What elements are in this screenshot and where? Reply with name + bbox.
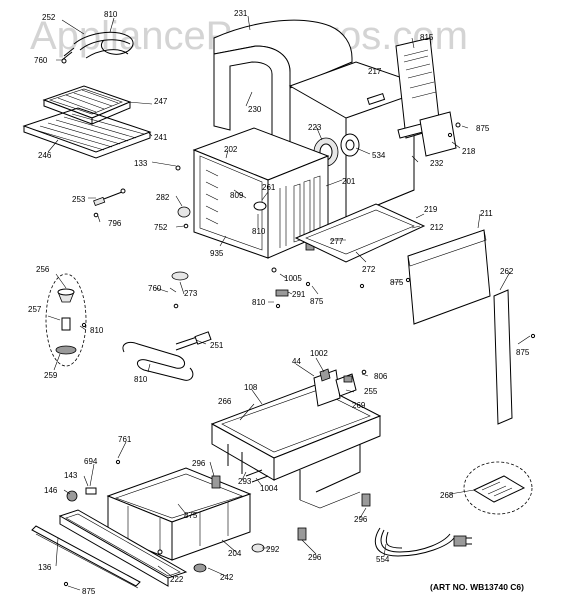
callout-246: 246 <box>38 151 52 160</box>
callout-202: 202 <box>224 145 238 154</box>
callout-296: 296 <box>192 459 206 468</box>
callout-133: 133 <box>134 159 148 168</box>
callout-218: 218 <box>462 147 476 156</box>
callout-247: 247 <box>154 97 168 106</box>
back-wall-part <box>288 61 415 219</box>
oven-cavity-part <box>192 127 330 259</box>
callout-815: 815 <box>420 33 434 42</box>
callout-296: 296 <box>354 515 368 524</box>
power-cord-part <box>374 527 472 557</box>
callout-875: 875 <box>516 348 530 357</box>
callout-1002: 1002 <box>310 349 328 358</box>
callout-534: 534 <box>372 151 386 160</box>
callout-255: 255 <box>364 387 378 396</box>
callout-268: 268 <box>440 491 454 500</box>
callout-222: 222 <box>170 575 184 584</box>
bake-element-part <box>122 331 212 381</box>
callout-875: 875 <box>184 511 198 520</box>
callout-752: 752 <box>154 223 168 232</box>
callout-277: 277 <box>330 237 344 246</box>
callout-261: 261 <box>262 183 276 192</box>
side-panel-part <box>407 229 491 325</box>
trim-strip-part <box>493 289 513 425</box>
callout-760: 760 <box>34 56 48 65</box>
drawer-front-part <box>58 509 188 587</box>
light-assembly-part <box>45 273 87 367</box>
callout-554: 554 <box>376 555 390 564</box>
callout-201: 201 <box>342 177 356 186</box>
callout-266: 266 <box>218 397 232 406</box>
callout-293: 293 <box>238 477 252 486</box>
callout-1005: 1005 <box>284 274 302 283</box>
terminal-block-part <box>463 461 533 515</box>
callout-806: 806 <box>374 372 388 381</box>
callout-204: 204 <box>228 549 242 558</box>
art-number-label: (ART NO. WB13740 C6) <box>430 582 524 592</box>
callout-143: 143 <box>64 471 78 480</box>
callout-146: 146 <box>44 486 58 495</box>
callout-259: 259 <box>44 371 58 380</box>
callout-44: 44 <box>292 357 301 366</box>
bracket-44-part <box>313 368 341 407</box>
callout-219: 219 <box>424 205 438 214</box>
callout-875: 875 <box>390 278 404 287</box>
callout-217: 217 <box>368 67 382 76</box>
callout-935: 935 <box>210 249 224 258</box>
callout-273: 273 <box>184 289 198 298</box>
callout-231: 231 <box>234 9 248 18</box>
callout-1004: 1004 <box>260 484 278 493</box>
callout-252: 252 <box>42 13 56 22</box>
callout-810: 810 <box>252 298 266 307</box>
drawer-support-frame-part <box>210 383 382 509</box>
callout-262: 262 <box>500 267 514 276</box>
drawer-handle-part <box>31 525 141 589</box>
callout-875: 875 <box>476 124 490 133</box>
callout-256: 256 <box>36 265 50 274</box>
callout-labels: 252 810 760 231 815 247 241 246 230 217 … <box>28 9 530 596</box>
callout-253: 253 <box>72 195 86 204</box>
callout-810: 810 <box>252 227 266 236</box>
callout-296: 296 <box>308 553 322 562</box>
callout-809: 809 <box>230 191 244 200</box>
drawer-clips <box>63 459 265 587</box>
callout-211: 211 <box>480 209 493 218</box>
callout-269: 269 <box>352 401 366 410</box>
callout-212: 212 <box>430 223 444 232</box>
callout-242: 242 <box>220 573 234 582</box>
broil-element-part <box>61 31 134 64</box>
callout-875: 875 <box>310 297 324 306</box>
rear-cover-part <box>395 37 461 157</box>
screw-760-part <box>61 58 67 64</box>
callout-223: 223 <box>308 123 322 132</box>
callout-230: 230 <box>248 105 262 114</box>
callout-108: 108 <box>244 383 258 392</box>
callout-291: 291 <box>292 290 306 299</box>
callout-241: 241 <box>154 133 168 142</box>
callout-251: 251 <box>210 341 224 350</box>
callout-257: 257 <box>28 305 42 314</box>
probe-part <box>93 188 126 218</box>
callout-810: 810 <box>134 375 148 384</box>
callout-232: 232 <box>430 159 444 168</box>
oven-wrapper-part <box>213 19 353 171</box>
callout-810: 810 <box>104 10 118 19</box>
callout-760: 760 <box>148 284 162 293</box>
callout-796: 796 <box>108 219 122 228</box>
leader-lines <box>47 15 531 591</box>
callout-875: 875 <box>82 587 96 596</box>
small-parts <box>171 132 536 339</box>
callout-761: 761 <box>118 435 132 444</box>
callout-282: 282 <box>156 193 170 202</box>
callout-136: 136 <box>38 563 52 572</box>
callout-272: 272 <box>362 265 376 274</box>
oven-rack-part <box>22 107 152 159</box>
bottom-pan-part <box>294 203 426 263</box>
switch-255-part <box>335 369 367 397</box>
callout-810: 810 <box>90 326 104 335</box>
callout-292: 292 <box>266 545 280 554</box>
callout-694: 694 <box>84 457 98 466</box>
